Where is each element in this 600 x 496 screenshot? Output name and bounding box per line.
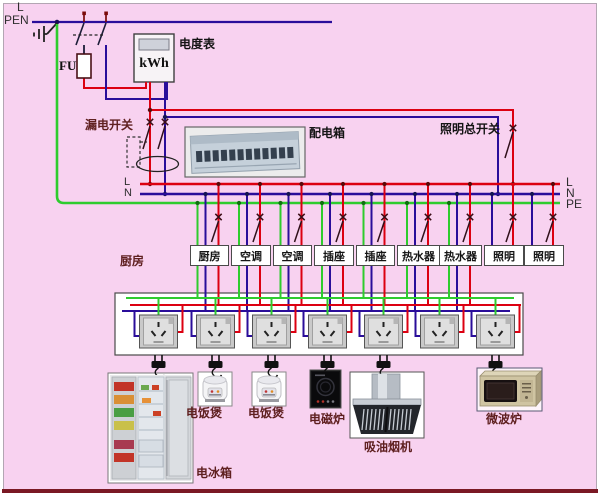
wall-socket xyxy=(308,314,347,349)
rice-cooker-1-photo xyxy=(202,375,228,402)
branch-breaker-symbols xyxy=(210,213,557,243)
fridge-label: 电冰箱 xyxy=(196,466,233,480)
branch-box-ac-2: 空调 xyxy=(273,245,312,266)
plug-icons xyxy=(151,355,503,378)
leakage-switch-label: 漏电开关 xyxy=(85,118,134,132)
bus-left-n-label: N xyxy=(124,187,132,199)
branch-box-water-heater-2: 热水器 xyxy=(439,245,482,266)
pe-bus xyxy=(55,24,560,205)
meter-name-label: 电度表 xyxy=(179,37,216,51)
earth-ground-icon xyxy=(33,22,58,42)
branch-box-water-heater-1: 热水器 xyxy=(397,245,440,266)
branch-box-socket-1: 插座 xyxy=(314,245,354,266)
kitchen-room-label: 厨房 xyxy=(120,254,145,268)
fuse-symbol xyxy=(76,53,92,79)
branch-box-lighting-2: 照明 xyxy=(524,245,564,266)
wall-socket xyxy=(476,314,515,349)
strip-interior-wires xyxy=(122,297,521,337)
rice-cooker-1-label: 电饭煲 xyxy=(186,406,223,420)
range-hood-photo xyxy=(352,373,422,434)
wall-socket xyxy=(420,314,459,349)
main-isolator-switch xyxy=(73,22,107,46)
bus-right-n-label: N xyxy=(566,186,575,200)
supply-l-label: L xyxy=(17,0,24,14)
pen-line xyxy=(32,11,332,25)
branch-junction-dots xyxy=(195,181,556,206)
distribution-box-label: 配电箱 xyxy=(309,126,346,140)
range-hood-label: 吸油烟机 xyxy=(364,440,413,454)
bus-right-pe-label: PE xyxy=(566,197,583,211)
meter-display xyxy=(138,38,170,51)
supply-pen-label: PEN xyxy=(4,13,29,27)
wall-socket xyxy=(139,314,178,349)
rice-cooker-2-label: 电饭煲 xyxy=(248,406,285,420)
branch-box-socket-2: 插座 xyxy=(356,245,395,266)
fuse-label: FU xyxy=(59,58,77,73)
bus-left-l-label: L xyxy=(124,176,131,188)
live-wire-to-meter xyxy=(83,78,147,89)
microwave-label: 微波炉 xyxy=(486,412,523,426)
breaker-panel-photo xyxy=(189,131,301,174)
neutral-wire-to-meter xyxy=(105,45,168,100)
lighting-main-switch-label: 照明总开关 xyxy=(440,122,501,136)
rice-cooker-2-photo xyxy=(256,375,282,402)
wall-sockets xyxy=(139,314,515,349)
wall-socket xyxy=(252,314,291,349)
induction-cooker-label: 电磁炉 xyxy=(309,412,346,426)
induction-cooker-photo xyxy=(312,372,339,406)
microwave-photo xyxy=(479,370,542,408)
branch-box-ac-1: 空调 xyxy=(231,245,271,266)
wall-socket xyxy=(364,314,403,349)
fridge-photo xyxy=(110,375,192,481)
meter-unit-label: kWh xyxy=(139,56,169,71)
leakage-breaker-symbol xyxy=(126,118,180,173)
lighting-main-switch-symbol xyxy=(504,124,517,159)
bottom-frame-line xyxy=(2,489,598,493)
branch-box-kitchen: 厨房 xyxy=(190,245,229,266)
meter-output-wires xyxy=(147,82,516,197)
wall-socket xyxy=(196,314,235,349)
bus-right-l-label: L xyxy=(566,175,573,189)
branch-box-lighting-1: 照明 xyxy=(484,245,524,266)
